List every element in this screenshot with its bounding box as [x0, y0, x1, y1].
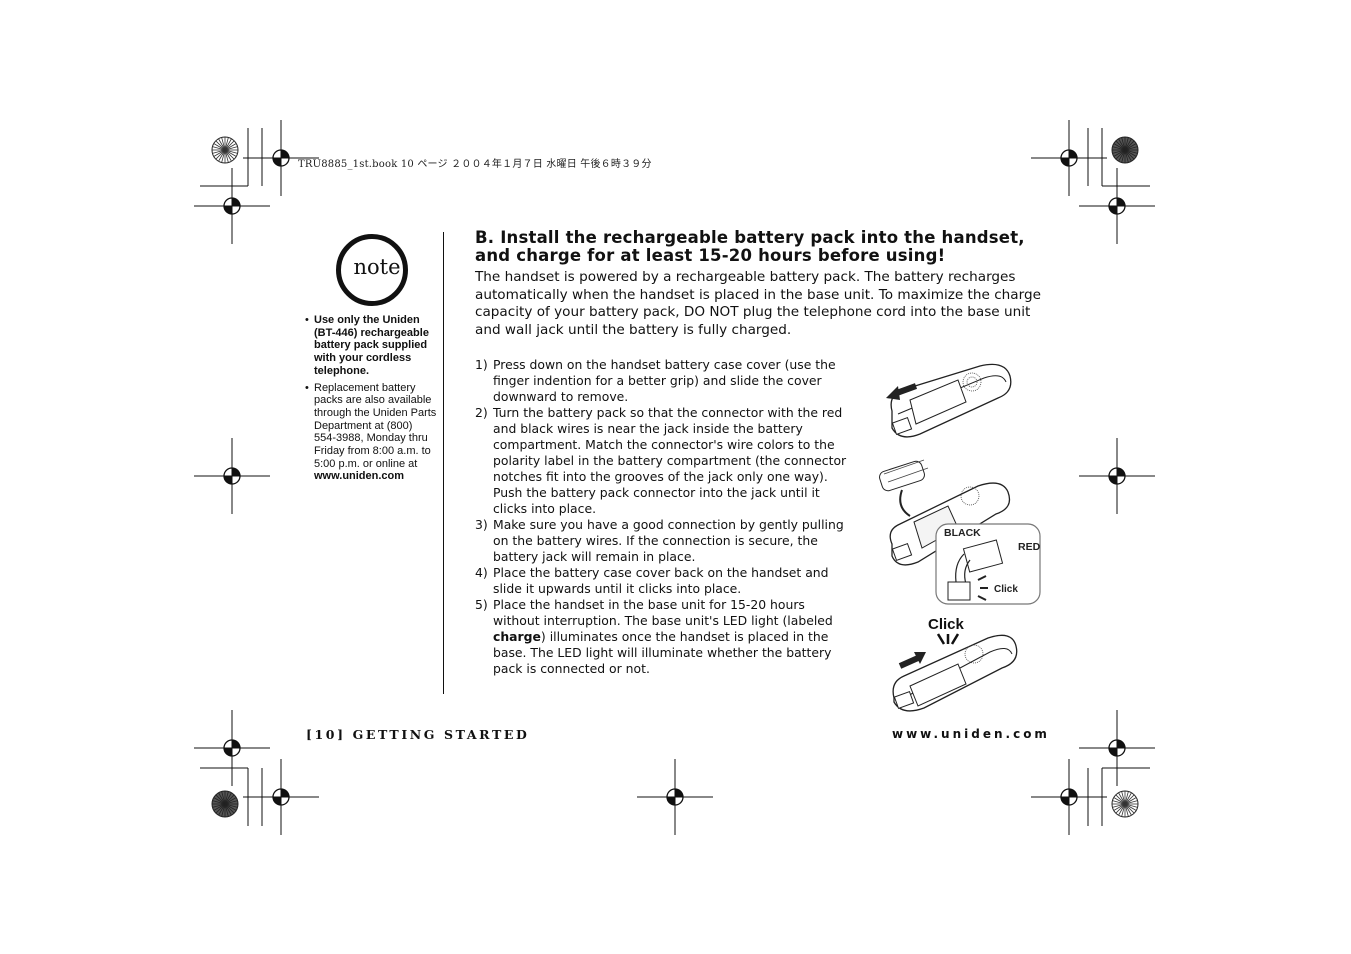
footer-website: www.uniden.com	[892, 727, 1050, 741]
registration-mark	[637, 759, 713, 835]
step-text: ) illuminates once the handset is placed…	[493, 629, 832, 676]
step-text: Make sure you have a good connection by …	[493, 517, 844, 564]
step-text: Place the battery case cover back on the…	[493, 565, 829, 596]
registration-mark	[194, 168, 270, 244]
print-slug: TRU8885_1st.book 10 ページ ２００４年１月７日 水曜日 午後…	[298, 159, 652, 170]
registration-mark	[194, 438, 270, 514]
column-divider	[443, 232, 444, 694]
battery-connector-illustration: BLACK RED Click	[879, 459, 1041, 605]
step-item: 1) Press down on the handset battery case…	[475, 357, 855, 405]
step-text: Place the handset in the base unit for 1…	[493, 597, 833, 628]
label-red: RED	[1018, 541, 1041, 553]
step-number: 4)	[475, 565, 488, 580]
section-title: B. Install the rechargeable battery pack…	[475, 228, 1025, 265]
registration-mark	[1079, 710, 1155, 786]
color-target-mark	[1111, 790, 1139, 818]
handset-remove-cover-illustration	[886, 363, 1012, 438]
step-number: 5)	[475, 597, 488, 612]
label-black: BLACK	[944, 527, 981, 539]
label-click-large: Click	[928, 616, 965, 633]
label-click-small: Click	[994, 584, 1018, 595]
step-text: Turn the battery pack so that the connec…	[493, 405, 847, 516]
step-number: 2)	[475, 405, 488, 420]
step-item: 3) Make sure you have a good connection b…	[475, 517, 855, 565]
note-badge-icon: note	[336, 234, 408, 306]
note-bullet: Replacement battery packs are also avail…	[305, 382, 437, 484]
color-target-mark	[1111, 136, 1139, 164]
step-number: 3)	[475, 517, 488, 532]
registration-mark	[243, 759, 319, 835]
note-badge-label: note	[353, 255, 401, 279]
step-item: 4) Place the battery case cover back on t…	[475, 565, 855, 597]
registration-mark	[1031, 120, 1107, 196]
note-bullet-text: Replacement battery packs are also avail…	[314, 381, 437, 470]
uniden-url: www.uniden.com	[314, 470, 405, 483]
step-item: 2) Turn the battery pack so that the conn…	[475, 405, 855, 517]
registration-mark	[243, 120, 319, 196]
registration-mark	[1079, 438, 1155, 514]
footer-page-section: [10] GETTING STARTED	[306, 727, 530, 742]
note-bullets: Use only the Uniden (BT-446) rechargeabl…	[305, 314, 437, 487]
note-bullet: Use only the Uniden (BT-446) rechargeabl…	[305, 314, 437, 378]
charge-label: charge	[493, 629, 541, 644]
step-item: 5) Place the handset in the base unit for…	[475, 597, 855, 677]
section-intro: The handset is powered by a rechargeable…	[475, 269, 1041, 338]
registration-mark	[1079, 168, 1155, 244]
note-bullet-bold: Use only the Uniden (BT-446) rechargeabl…	[314, 314, 429, 377]
registration-mark	[1031, 759, 1107, 835]
color-target-mark	[211, 790, 239, 818]
steps-list: 1) Press down on the handset battery case…	[475, 357, 855, 677]
step-number: 1)	[475, 357, 488, 372]
color-target-mark	[211, 136, 239, 164]
handset-replace-cover-illustration: Click	[892, 616, 1018, 712]
registration-mark	[194, 710, 270, 786]
step-text: Press down on the handset battery case c…	[493, 357, 836, 404]
